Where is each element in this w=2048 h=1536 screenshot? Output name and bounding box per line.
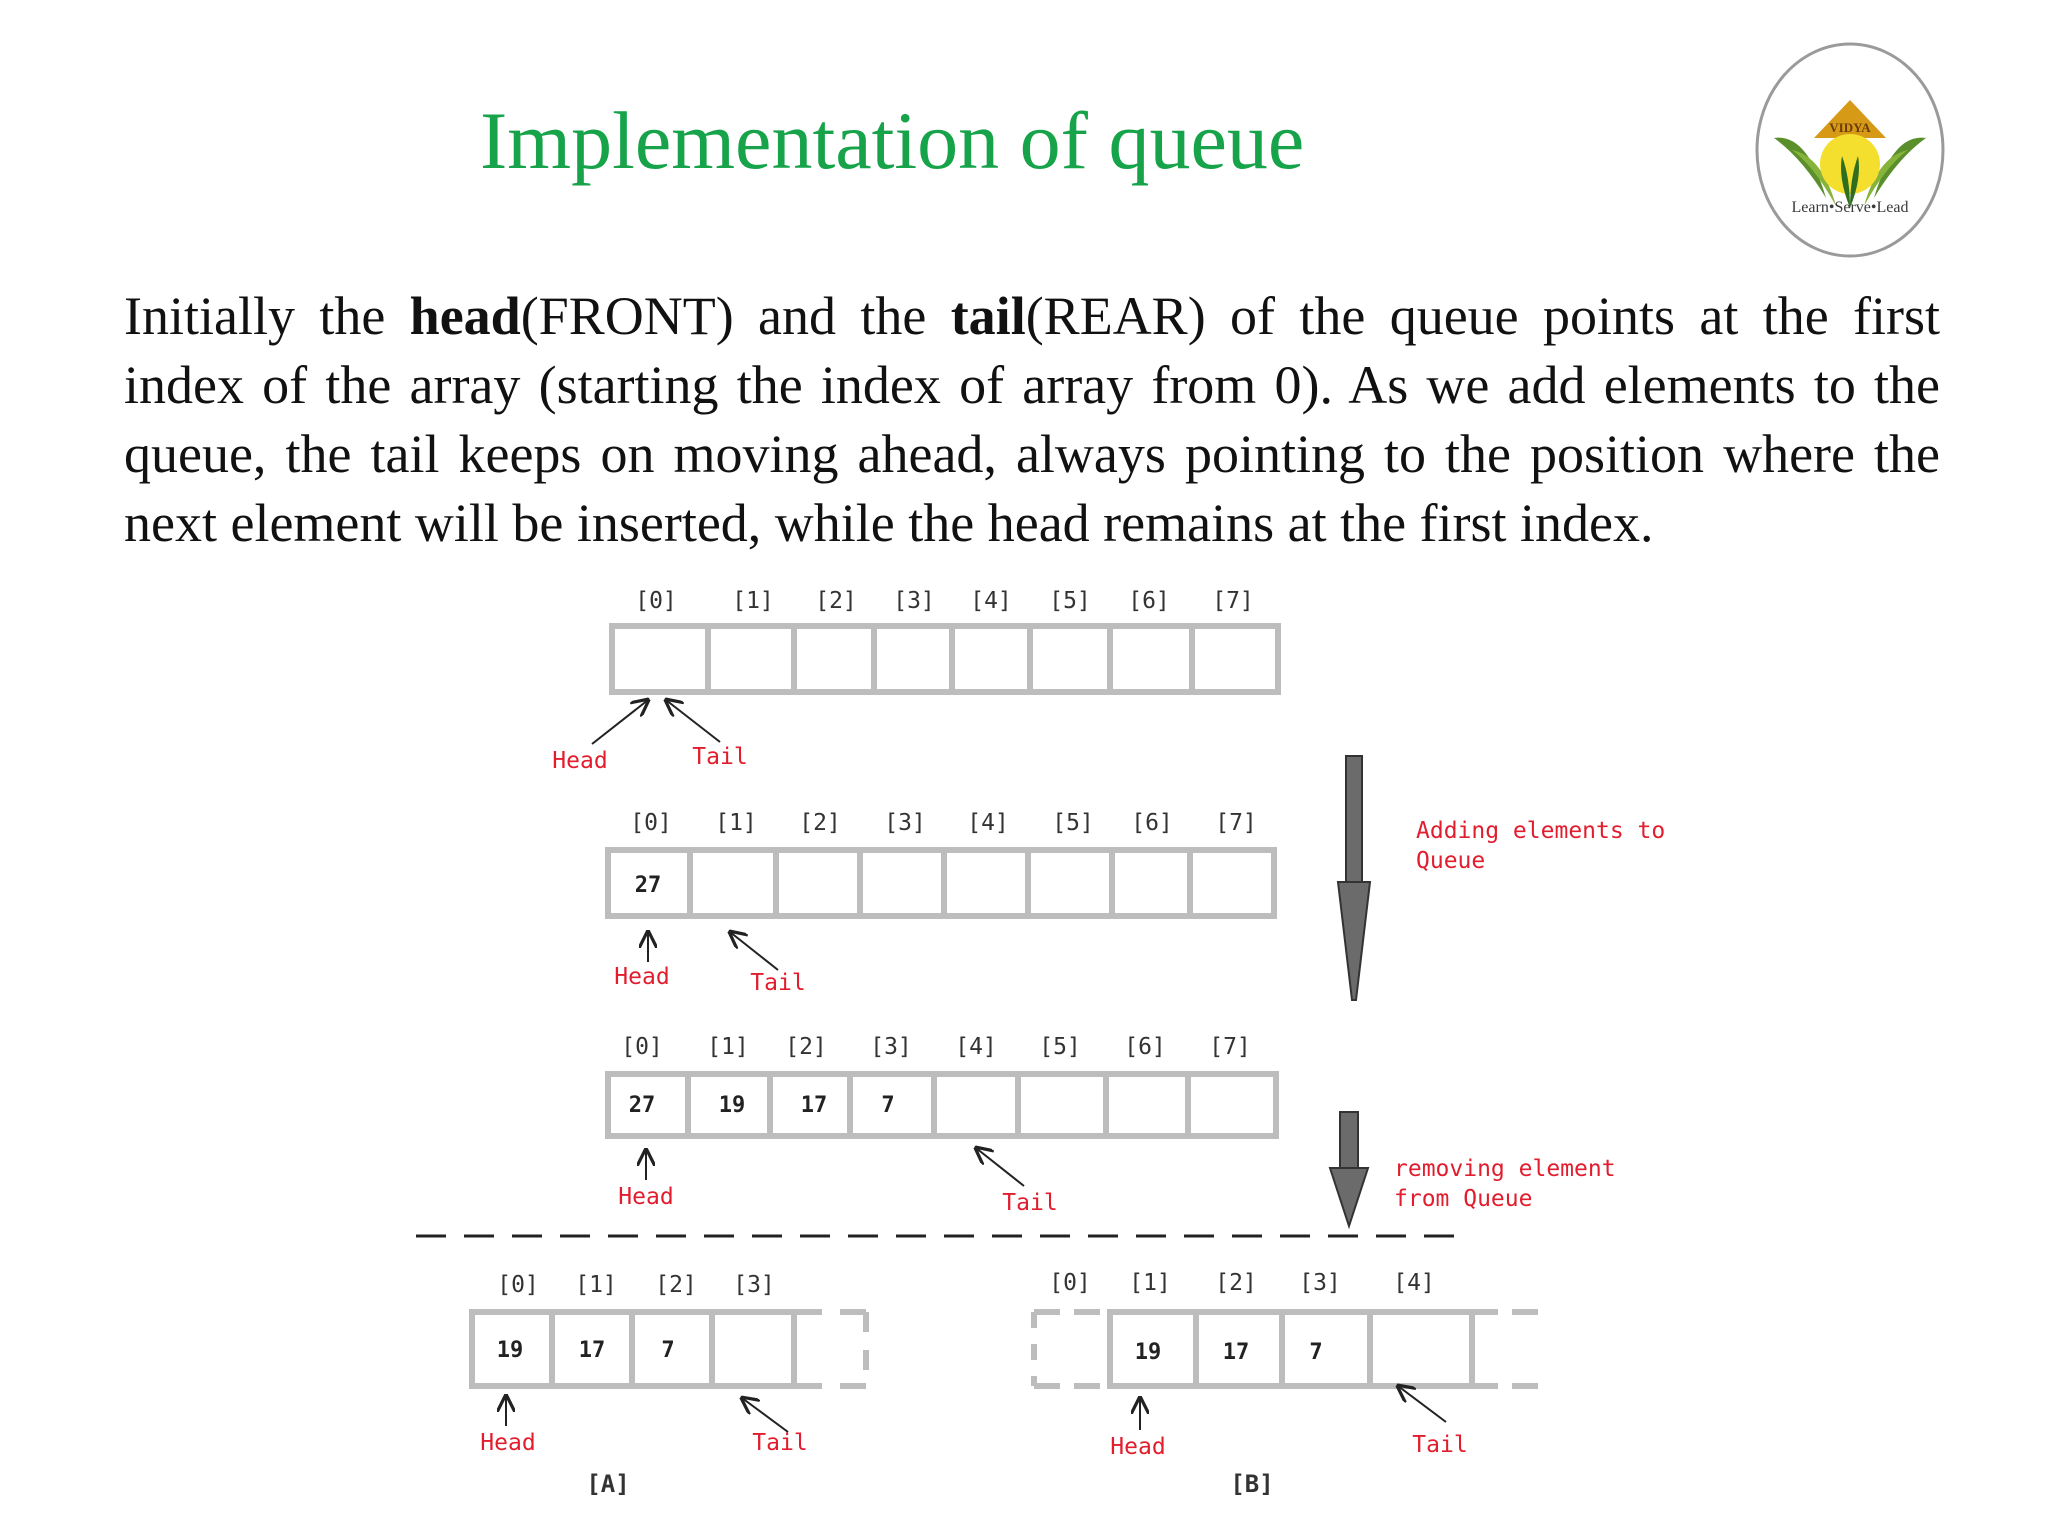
- head-label: Head: [552, 748, 607, 774]
- head-label: Head: [614, 964, 669, 990]
- index-label: [0]: [497, 1272, 539, 1298]
- tail-label: Tail: [692, 744, 747, 770]
- index-label: [0]: [621, 1034, 663, 1060]
- index-label: [7]: [1209, 1034, 1251, 1060]
- index-label: [6]: [1128, 588, 1170, 614]
- head-label: Head: [618, 1184, 673, 1210]
- index-label: [6]: [1131, 810, 1173, 836]
- logo-tagline: Learn•Serve•Lead: [1792, 199, 1909, 216]
- paragraph-head-word: head: [409, 286, 521, 346]
- index-label: [5]: [1052, 810, 1094, 836]
- array-step-1: [0] [1] [2] [3] [4] [5] [6] [7] Head Tai…: [552, 588, 1281, 774]
- cell-value: 17: [801, 1093, 828, 1118]
- cell-value: 27: [629, 1093, 656, 1118]
- tail-label: Tail: [1002, 1190, 1057, 1216]
- index-label: [4]: [1393, 1270, 1435, 1296]
- index-label: [2]: [785, 1034, 827, 1060]
- tail-pointer-arrow: [742, 1398, 789, 1433]
- index-label: [0]: [1049, 1270, 1091, 1296]
- index-label: [1]: [575, 1272, 617, 1298]
- index-label: [4]: [970, 588, 1012, 614]
- index-label: [2]: [1215, 1270, 1257, 1296]
- adding-down-arrow: [1336, 755, 1372, 1001]
- head-label: Head: [1110, 1434, 1165, 1460]
- tail-pointer-arrow: [730, 932, 779, 971]
- tail-label: Tail: [750, 970, 805, 996]
- array-option-b: [0] [1] [2] [3] [4] 19 17 7 Head Tail [B…: [1031, 1270, 1544, 1498]
- removing-down-arrow: [1328, 1111, 1370, 1230]
- head-pointer-arrow: [591, 700, 648, 745]
- cell-value: 19: [719, 1093, 746, 1118]
- slide-paragraph: Initially the head(FRONT) and the tail(R…: [124, 282, 1940, 558]
- slide-title: Implementation of queue: [480, 95, 1305, 186]
- index-label: [3]: [884, 810, 926, 836]
- option-a-caption: [A]: [586, 1470, 629, 1498]
- tail-pointer-arrow: [976, 1148, 1025, 1187]
- index-label: [1]: [732, 588, 774, 614]
- index-label: [3]: [870, 1034, 912, 1060]
- paragraph-part-2: (FRONT) and the: [520, 286, 951, 346]
- adding-note: Adding elements to: [1416, 818, 1665, 844]
- head-label: Head: [480, 1430, 535, 1456]
- paragraph-part-1: Initially the: [124, 286, 410, 346]
- removing-note-line-2: from Queue: [1394, 1186, 1532, 1212]
- cell-value: 19: [497, 1338, 524, 1363]
- array-step-3: [0] [1] [2] [3] [4] [5] [6] [7] 27 19 17…: [605, 1034, 1279, 1216]
- cell-value: 7: [661, 1338, 674, 1363]
- index-label: [3]: [733, 1272, 775, 1298]
- index-label: [7]: [1212, 588, 1254, 614]
- array-step-2: [0] [1] [2] [3] [4] [5] [6] [7] 27 Head …: [605, 810, 1277, 996]
- paragraph-part-3: (REAR) of the queue points at the first …: [124, 286, 1941, 553]
- cell-value: 7: [881, 1093, 894, 1118]
- tail-pointer-arrow: [666, 700, 721, 743]
- array-option-a: [0] [1] [2] [3] 19 17 7 Head Tail [A]: [469, 1272, 869, 1498]
- tail-pointer-arrow: [1398, 1386, 1447, 1423]
- cell-value: 27: [635, 873, 662, 898]
- index-label: [3]: [1299, 1270, 1341, 1296]
- option-b-caption: [B]: [1230, 1470, 1273, 1498]
- index-label: [5]: [1039, 1034, 1081, 1060]
- index-label: [1]: [707, 1034, 749, 1060]
- adding-note-line-2: Queue: [1416, 848, 1485, 874]
- index-label: [0]: [635, 588, 677, 614]
- index-label: [6]: [1124, 1034, 1166, 1060]
- tail-label: Tail: [752, 1430, 807, 1456]
- index-label: [4]: [955, 1034, 997, 1060]
- index-label: [3]: [893, 588, 935, 614]
- logo-badge: VIDYA: [1829, 120, 1871, 135]
- index-label: [1]: [1129, 1270, 1171, 1296]
- cell-value: 17: [579, 1338, 606, 1363]
- index-label: [0]: [630, 810, 672, 836]
- index-label: [2]: [799, 810, 841, 836]
- index-label: [5]: [1049, 588, 1091, 614]
- cell-value: 7: [1309, 1340, 1322, 1365]
- cell-value: 19: [1135, 1340, 1162, 1365]
- vidya-logo: VIDYA Learn•Serve•Lead: [1755, 42, 1945, 258]
- paragraph-tail-word: tail: [950, 286, 1026, 346]
- index-label: [7]: [1215, 810, 1257, 836]
- cell-value: 17: [1223, 1340, 1250, 1365]
- removing-note: removing element: [1394, 1156, 1616, 1182]
- index-label: [2]: [655, 1272, 697, 1298]
- tail-label: Tail: [1412, 1432, 1467, 1458]
- index-label: [2]: [815, 588, 857, 614]
- index-label: [4]: [967, 810, 1009, 836]
- index-label: [1]: [715, 810, 757, 836]
